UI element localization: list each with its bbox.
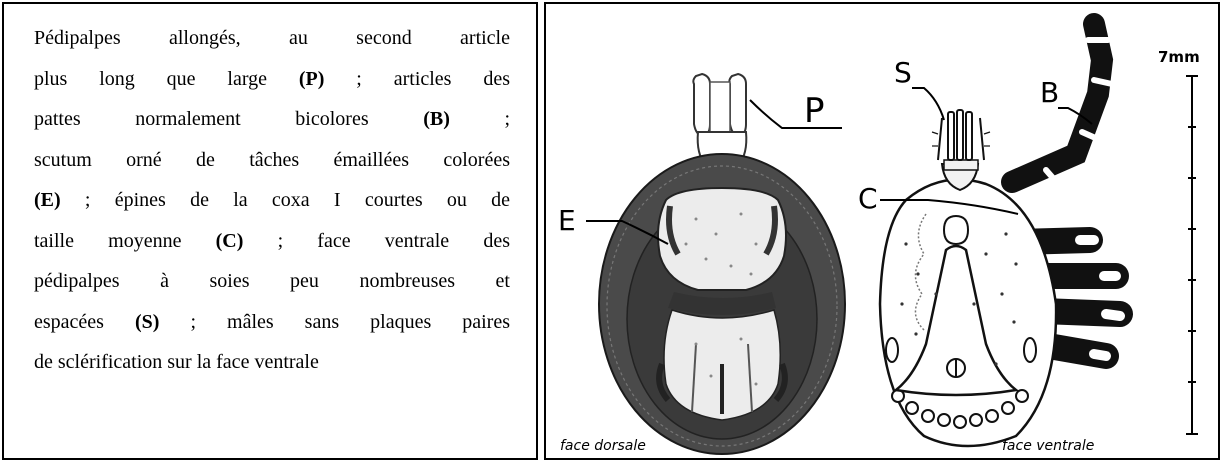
desc-line-4: scutum orné de tâches émaillées colorées: [34, 140, 510, 181]
caption-dorsal: face dorsale: [560, 438, 646, 454]
label-B-text: B: [1040, 76, 1059, 109]
desc-line-8: espacées (S) ; mâles sans plaques paires: [34, 302, 510, 343]
label-C-text: C: [858, 182, 878, 215]
label-P: P: [750, 91, 842, 131]
desc-line-3: pattes normalement bicolores (B) ;: [34, 99, 510, 140]
desc-line-7: pédipalpes à soies peu nombreuses et: [34, 261, 510, 302]
desc-line-5: (E) ; épines de la coxa I courtes ou de: [34, 180, 510, 221]
dorsal-view: face dorsale: [560, 74, 845, 454]
label-S-text: S: [894, 56, 912, 89]
label-P-text: P: [804, 91, 825, 131]
scale-label: 7mm: [1158, 48, 1200, 66]
desc-line-1: Pédipalpes allongés, au second article: [34, 18, 510, 59]
tick-illustration: face dorsale P E: [546, 4, 1218, 458]
scale-bar: 7mm: [1158, 48, 1200, 434]
caption-ventral: face ventrale: [1002, 438, 1094, 454]
description-text: Pédipalpes allongés, au second article p…: [34, 18, 510, 383]
description-cell: Pédipalpes allongés, au second article p…: [2, 2, 538, 460]
label-E-text: E: [558, 204, 576, 237]
figure-cell: face dorsale P E: [544, 2, 1220, 460]
label-S: S: [894, 56, 944, 120]
desc-line-6: taille moyenne (C) ; face ventrale des: [34, 221, 510, 262]
desc-line-2: plus long que large (P) ; articles des: [34, 59, 510, 100]
desc-line-9: de sclérification sur la face ventrale: [34, 342, 510, 383]
